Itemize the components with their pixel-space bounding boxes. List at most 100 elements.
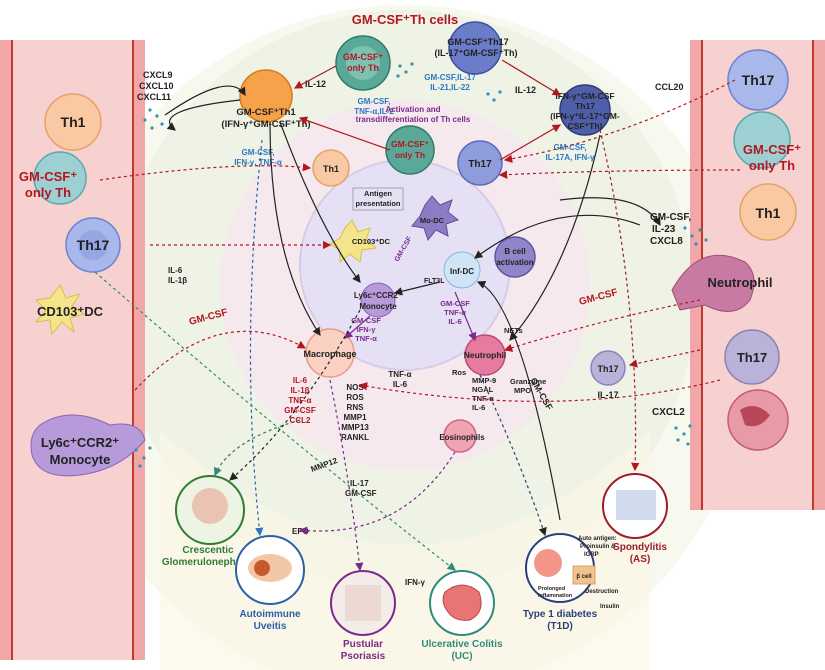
arrow-to-macrophage-right [358,379,721,402]
macrophage-label: Macrophage [303,349,356,359]
right-cxcl8-label: CXCL8 [650,236,683,247]
il6-label: IL-6 [393,380,408,389]
islet-icon [534,549,562,577]
arrow-th17gm-to-ifn [501,59,562,96]
arrow-to-t1d [479,374,547,537]
mid-th17-cell [457,140,503,186]
small-th17-cell [590,350,626,386]
th17-gm-cytokine-2: IL-21,IL-22 [430,83,470,92]
th17-gm-label-1: GM-CSF⁺Th17 [447,37,508,47]
left-il6-label: IL-6 [168,266,183,275]
left-monocyte-label-1: Ly6c⁺CCR2⁺ [41,435,119,450]
b-cell-label-1: B cell [504,247,525,256]
mac-mediator-3: RNS [347,403,365,412]
mac-cytokine-4: GM-CSF [284,406,316,415]
granzyme-label: Granzyme [510,377,546,386]
arrow-cxcl-to-th1 [164,85,246,116]
antigen-label-2: presentation [355,199,400,208]
core-cd103-dc-label: CD103⁺DC [352,237,391,246]
arrow-th17-to-ifn [499,124,562,161]
tnf-label: TNF-α [388,370,411,379]
core-monocyte-label-2: Monocyte [359,302,397,311]
arrow-eosinophil-epo [298,451,456,535]
macrophage-shape [305,328,355,378]
nets-label: NETs [504,326,523,335]
il17-label: IL-17 [350,479,369,488]
mono-cytokine-2: IFN-γ [357,325,377,334]
infdc-cytokine-3: IL-6 [448,317,461,326]
arrow-th1-to-monocyte [279,121,361,283]
ifn-g-label: IFN-γ [405,578,426,587]
right-th17-label: Th17 [742,72,775,88]
th17-ifn-label-4: CSF⁺Th) [568,121,603,131]
arrow-infdc-to-monocyte [393,281,441,296]
uveitis-label-1: Autoimmune [239,609,301,620]
t1d-label-1: Type 1 diabetes [523,609,598,620]
right-vessel [690,40,825,510]
cxcl9-label: CXCL9 [143,70,173,80]
infdc-cytokine-2: TNF-α [444,308,466,317]
mo-dc-shape [411,195,460,242]
th1-double-label-2: (IFN-γ⁺GM-CSF⁺Th) [221,119,310,130]
right-th1-cell [739,183,797,241]
arrow-th17-to-neutrophil [509,134,601,341]
th17-ifn-cell [559,84,611,136]
glomerulonephritis-label-1: Crescentic [182,545,234,556]
disease-zone [160,430,650,670]
left-th1-label: Th1 [61,114,86,130]
arrow-th1-to-cxcl [166,99,241,131]
arrow-to-right-chemokines [559,197,661,227]
mid-gm-only-th-cell [385,125,435,175]
small-th17-label: Th17 [597,364,618,374]
left-cd103-dc-label: CD103⁺DC [37,304,104,319]
inf-dc-label: Inf-DC [450,267,474,276]
arrow-to-glomerulonephritis [213,419,301,477]
as-label-2: (AS) [630,554,651,565]
top-gm-only-label-2: only Th [347,63,379,73]
chemokine-dots [134,62,708,468]
t1d-detail-5: Destruction [585,589,619,595]
mac-cytokine-1: IL-6 [293,376,308,385]
ccl20-label: CCL20 [655,82,684,92]
right-gmcsf-label: GM-CSF, [650,212,691,223]
cxcl10-label: CXCL10 [139,81,174,91]
right-gm-only-label-1: GM-CSF⁺ [743,142,801,157]
mid-th1-label: Th1 [323,164,339,174]
arrow-infdc-to-neutrophil [454,291,477,342]
left-th1-cell [44,93,102,151]
left-il1b-label: IL-1β [168,276,187,285]
cxcl2-label: CXCL2 [652,407,685,418]
neut-mediator-4: TNF-α [472,394,494,403]
th1-cytokine-2: IFN-γ, TNF-α [234,158,282,167]
core-cd103-dc-shape [329,219,378,264]
infdc-cytokine-1: GM-CSF [440,299,470,308]
uveitis-label-2: Uveitis [254,621,287,632]
arrow-mid-to-th1 [298,116,391,151]
th17-gm-cytokine-1: GM-CSF,IL-17 [424,73,476,82]
antigen-box [352,187,404,211]
mpo-label: MPO [514,386,531,395]
neut-mediator-3: NGAL [472,385,494,394]
mid-th1-cell [312,149,350,187]
t1d-detail-4: β cell [576,574,592,580]
mac-cytokine-2: IL-1β [290,386,309,395]
neut-mediator-2: MMP-9 [472,376,496,385]
right-neutrophil-shape [671,254,755,312]
neut-mediator-1: Ros [452,368,466,377]
mac-cytokine-5: CCL2 [290,416,311,425]
b-cell [494,236,536,278]
t1d-detail-8: inflammation [538,593,573,599]
left-gm-only-label-1: GM-CSF⁺ [19,169,77,184]
right-th17-lower-cell [724,329,780,385]
arrow-right-to-th17 [503,79,736,163]
activation-label-2: transdifferentiation of Th cells [356,115,471,124]
left-monocyte-shape [30,414,146,477]
inf-dc-shape [443,251,481,289]
mac-cytokine-3: TNF-α [288,396,311,405]
b-cell-label-2: activation [496,258,533,267]
top-gm-only-cytokine-1: GM-CSF, [358,97,391,106]
as-label-1: Spondylitis [613,542,667,553]
t1d-label-2: (T1D) [547,621,573,632]
eosinophil-shape [443,419,477,453]
